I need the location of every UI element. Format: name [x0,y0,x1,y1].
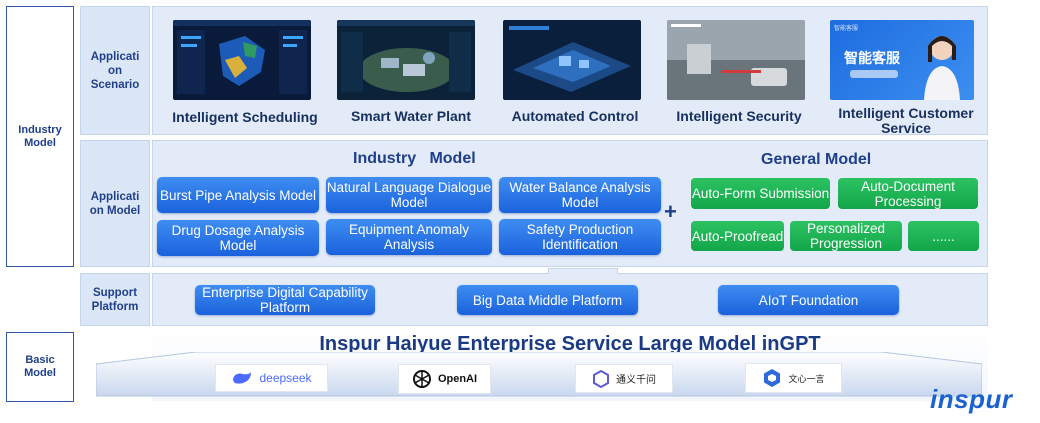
industry-model-dialogue[interactable]: Natural Language Dialogue Model [326,177,492,213]
support-platform-label-text: Support Platform [91,286,139,313]
general-model-personalized[interactable]: Personalized Progression [790,221,902,251]
deepseek-whale-icon [233,372,252,384]
provider-tongyi: 通义千问 [575,364,673,393]
support-enterprise-digital[interactable]: Enterprise Digital Capability Platform [195,285,375,315]
plus-sign: + [664,199,677,224]
industry-model-label: Industry Model [6,6,74,267]
provider-label-tongyi: 通义千问 [616,375,656,386]
security-camera-icon [667,20,805,100]
avatar-icon [850,36,960,100]
support-aiot[interactable]: AIoT Foundation [718,285,899,315]
industry-model-water-balance[interactable]: Water Balance Analysis Model [499,177,661,213]
provider-label-openai: OpenAI [437,373,478,385]
application-model-label-text: Applicati on Model [89,190,141,217]
scheduling-thumbnail [173,20,311,100]
scenario-label-scheduling: Intelligent Scheduling [172,109,318,125]
dispatch-map-icon [173,20,311,94]
scenario-label-security: Intelligent Security [676,108,802,124]
control-3d-icon [509,26,631,92]
provider-deepseek: deepseek [215,364,328,392]
basic-model-label-text: Basic Model [24,354,56,379]
general-model-more[interactable]: ...... [908,221,979,251]
basic-model-title: Inspur Haiyue Enterprise Service Large M… [319,333,821,355]
thumb-title-text: 智能客服 [844,51,900,67]
provider-label-wenxin: 文心一言 [788,374,825,385]
general-model-auto-proofread[interactable]: Auto-Proofread [691,221,784,251]
industry-model-equipment-anomaly[interactable]: Equipment Anomaly Analysis [326,219,492,255]
industry-model-drug-dosage[interactable]: Drug Dosage Analysis Model [157,220,319,256]
general-model-auto-document[interactable]: Auto-Document Processing [838,178,978,209]
thumb-small-text: 智能客服 [834,25,859,32]
inspur-logo: inspur [930,384,1013,414]
basic-model-label: Basic Model [6,332,74,402]
openai-knot-icon [412,370,431,388]
water-plant-thumbnail [337,20,475,100]
scenario-label-automated-control: Automated Control [511,108,639,124]
support-big-data[interactable]: Big Data Middle Platform [457,285,638,315]
tongyi-star-icon [593,369,609,388]
security-thumbnail [667,20,805,100]
industry-model-label-text: Industry Model [18,123,62,149]
industry-model-burst-pipe[interactable]: Burst Pipe Analysis Model [157,177,319,213]
general-model-heading: General Model [761,151,872,168]
wenxin-cube-icon [764,369,781,387]
industry-model-heading: Industry Model [353,150,476,167]
application-scenario-label-text: Applicati on Scenario [90,50,140,91]
scenario-label-water-plant: Smart Water Plant [350,108,472,124]
industry-model-safety-production[interactable]: Safety Production Identification [499,219,661,255]
provider-label-deepseek: deepseek [259,371,312,385]
automated-control-thumbnail [503,20,641,100]
customer-service-thumbnail: 智能客服 智能客服 [830,20,974,100]
provider-wenxin: 文心一言 [745,363,842,393]
general-model-auto-form[interactable]: Auto-Form Submission [691,178,830,209]
scenario-label-customer-service: Intelligent Customer Service [838,105,974,136]
water-plant-icon [337,20,475,92]
support-platform-label: Support Platform [80,273,150,326]
panel-connector [548,268,618,274]
application-model-label: Applicati on Model [80,140,150,267]
application-scenario-label: Applicati on Scenario [80,6,150,135]
provider-openai: OpenAI [398,364,491,394]
